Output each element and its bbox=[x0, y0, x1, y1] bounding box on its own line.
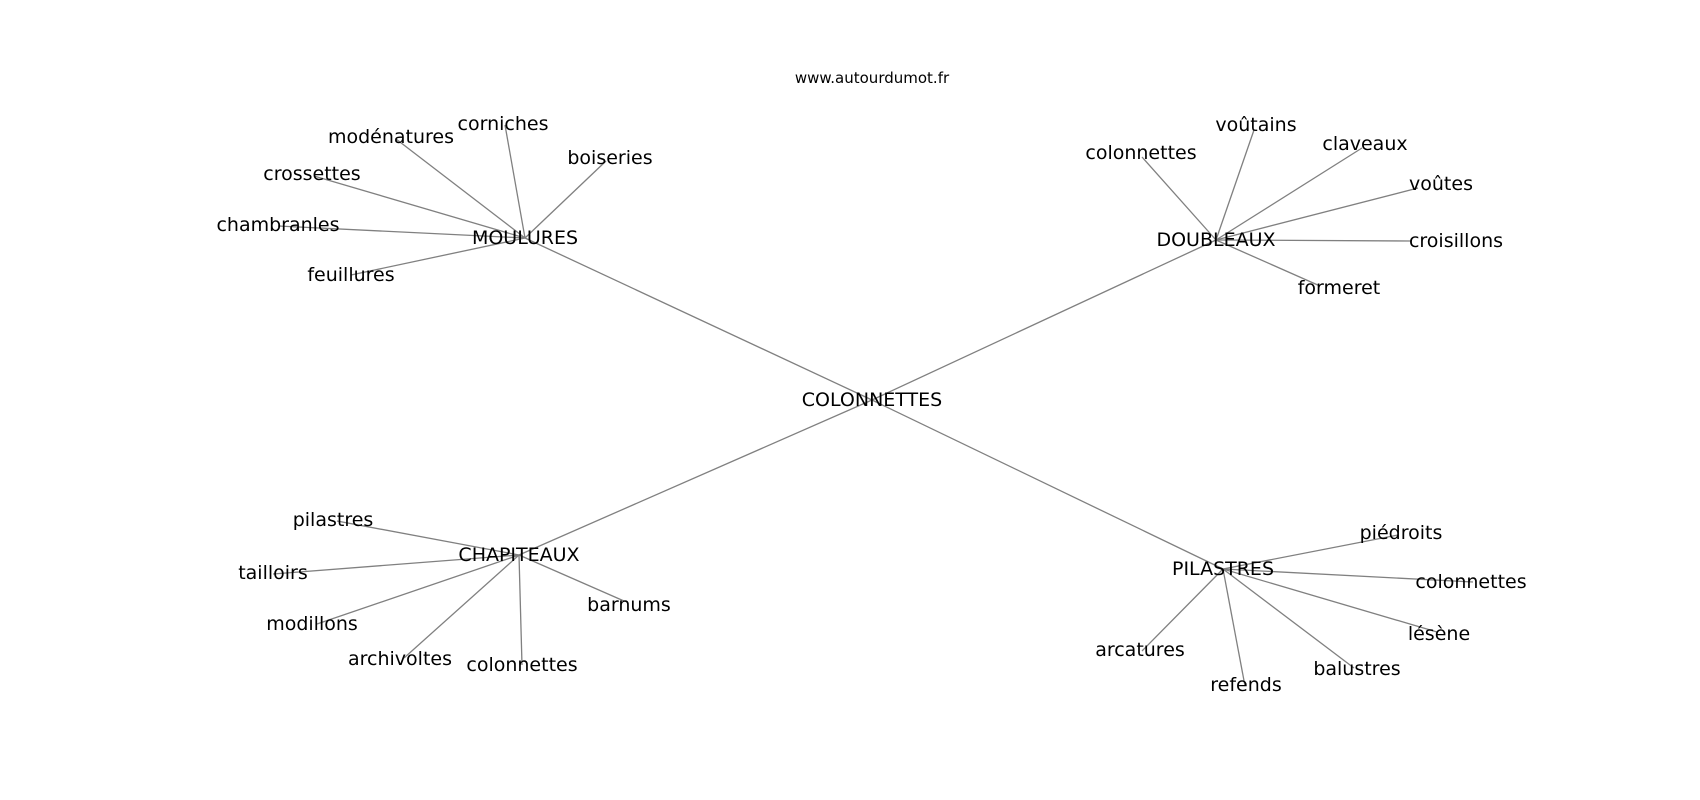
edge-hub-to-leaf bbox=[1215, 187, 1419, 241]
edge-hub-to-leaf bbox=[1215, 239, 1413, 242]
leaf-node-label: voûtes bbox=[1409, 173, 1473, 195]
edge-hub-to-leaf bbox=[518, 554, 523, 666]
leaf-node-label: tailloirs bbox=[238, 562, 308, 584]
edge-hub-to-leaf bbox=[272, 554, 520, 575]
leaf-node-label: pilastres bbox=[293, 509, 374, 531]
edge-hub-to-leaf bbox=[524, 160, 607, 239]
edge-hub-to-leaf bbox=[1222, 534, 1399, 570]
leaf-node-label: archivoltes bbox=[348, 648, 452, 670]
hub-node-label: MOULURES bbox=[472, 227, 578, 249]
edge-center-to-hub bbox=[518, 399, 873, 556]
leaf-node-label: chambranles bbox=[216, 214, 339, 236]
leaf-node-label: balustres bbox=[1313, 658, 1400, 680]
hub-node-label: DOUBLEAUX bbox=[1156, 229, 1275, 251]
leaf-node-label: modénatures bbox=[328, 126, 454, 148]
leaf-node-label: refends bbox=[1210, 674, 1281, 696]
edge-hub-to-leaf bbox=[1222, 568, 1355, 669]
edge-hub-to-leaf bbox=[313, 175, 526, 239]
leaf-node-label: colonnettes bbox=[1085, 142, 1196, 164]
graph-edges bbox=[272, 124, 1474, 687]
edge-hub-to-leaf bbox=[277, 225, 526, 239]
leaf-node-label: feuillures bbox=[307, 264, 394, 286]
leaf-node-label: lésène bbox=[1408, 623, 1470, 645]
edge-hub-to-leaf bbox=[1222, 568, 1474, 583]
leaf-node-label: croisillons bbox=[1409, 230, 1503, 252]
edge-hub-to-leaf bbox=[504, 124, 526, 239]
edge-hub-to-leaf bbox=[316, 554, 520, 625]
leaf-node-label: colonnettes bbox=[466, 654, 577, 676]
leaf-node-label: modillons bbox=[266, 613, 358, 635]
edge-hub-to-leaf bbox=[1141, 568, 1224, 652]
edge-hub-to-leaf bbox=[1222, 568, 1438, 633]
leaf-node-label: crossettes bbox=[263, 163, 360, 185]
edge-center-to-hub bbox=[524, 237, 873, 401]
edge-hub-to-leaf bbox=[395, 138, 526, 239]
edge-hub-to-leaf bbox=[403, 554, 520, 659]
leaf-node-label: arcatures bbox=[1095, 639, 1185, 661]
edge-hub-to-leaf bbox=[1222, 568, 1246, 687]
edge-hub-to-leaf bbox=[1215, 147, 1363, 241]
leaf-node-label: boiseries bbox=[567, 147, 652, 169]
edge-center-to-hub bbox=[871, 399, 1224, 570]
leaf-node-label: corniches bbox=[458, 113, 549, 135]
edge-hub-to-leaf bbox=[336, 520, 520, 556]
hub-node-label: PILASTRES bbox=[1172, 558, 1274, 580]
edge-hub-to-leaf bbox=[1215, 129, 1255, 241]
site-url-label: www.autourdumot.fr bbox=[795, 69, 950, 87]
edge-center-to-hub bbox=[871, 239, 1217, 401]
edge-hub-to-leaf bbox=[1141, 156, 1217, 241]
edge-hub-to-leaf bbox=[518, 554, 625, 602]
leaf-node-label: colonnettes bbox=[1415, 571, 1526, 593]
leaf-node-label: voûtains bbox=[1215, 114, 1296, 136]
edge-hub-to-leaf bbox=[1215, 239, 1321, 287]
leaf-node-label: formeret bbox=[1298, 277, 1381, 299]
leaf-node-label: claveaux bbox=[1322, 133, 1407, 155]
leaf-node-label: barnums bbox=[587, 594, 671, 616]
edge-hub-to-leaf bbox=[350, 237, 526, 276]
leaf-node-label: piédroits bbox=[1360, 522, 1443, 544]
hub-node-label: CHAPITEAUX bbox=[458, 544, 579, 566]
center-node-label: COLONNETTES bbox=[802, 389, 942, 411]
